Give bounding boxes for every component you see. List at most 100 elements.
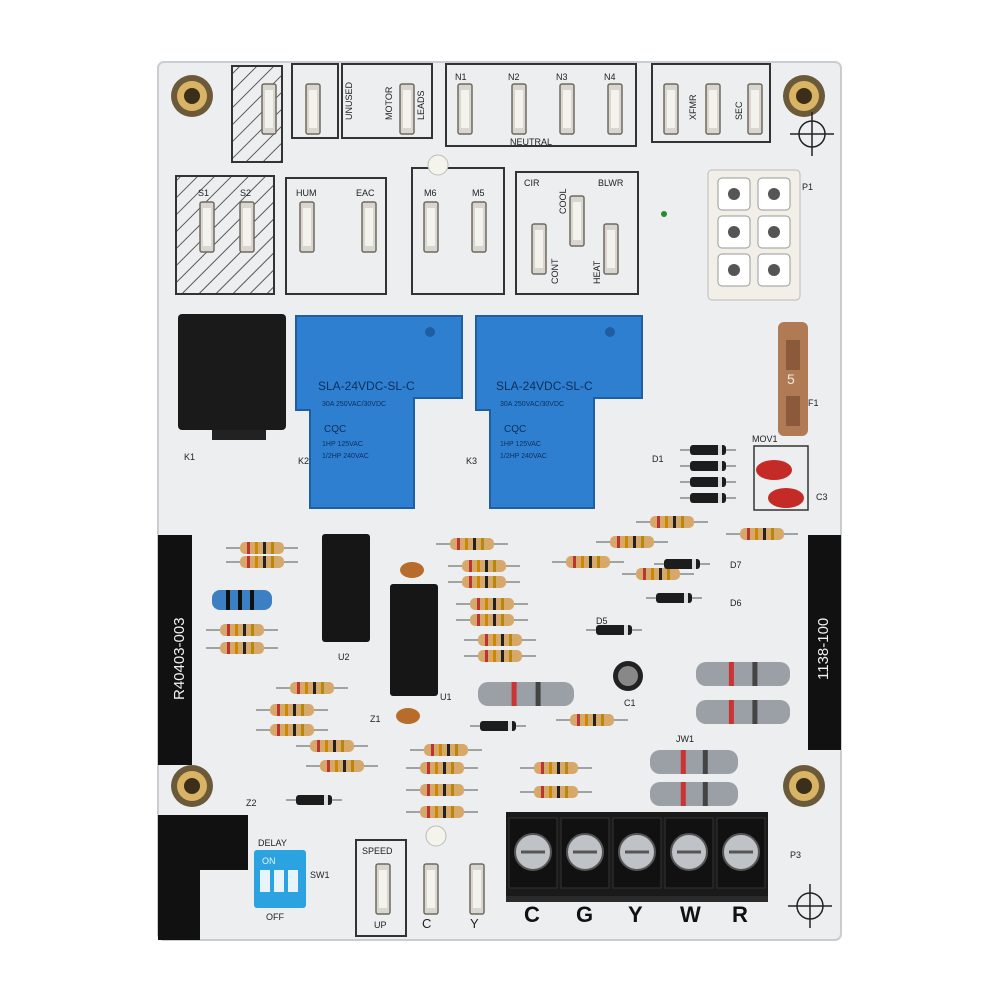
spade-terminal[interactable] <box>663 83 679 135</box>
label-sec: SEC <box>734 101 744 120</box>
label-hum: HUM <box>296 188 317 198</box>
box-cir-blwr <box>515 171 639 295</box>
relay-k2-rating2: 1HP 125VAC <box>322 441 363 448</box>
label-blwr: BLWR <box>598 178 624 188</box>
spade-terminal[interactable] <box>471 201 487 253</box>
resistor <box>464 634 536 646</box>
spade-terminal[interactable] <box>305 83 321 135</box>
terminal-label-w: W <box>680 902 701 927</box>
terminal-label-y: Y <box>628 902 643 927</box>
spade-terminal[interactable] <box>375 863 391 915</box>
label-heat: HEAT <box>592 260 602 284</box>
speed-title: SPEED <box>362 846 393 856</box>
label-motor: MOTOR <box>384 86 394 120</box>
resistor <box>552 556 624 568</box>
spade-terminal[interactable] <box>559 83 575 135</box>
mounting-hole-tl <box>171 75 213 117</box>
hatch-zone-s1s2 <box>175 175 275 295</box>
terminal-screw-c[interactable] <box>508 817 558 889</box>
fuse-f1: 5 <box>778 322 808 436</box>
spade-terminal[interactable] <box>603 223 619 275</box>
resistor <box>306 760 378 772</box>
diode <box>586 625 642 635</box>
label-leads: LEADS <box>416 90 426 120</box>
spade-terminal[interactable] <box>607 83 623 135</box>
label-k3: K3 <box>466 456 477 466</box>
spade-terminal[interactable] <box>423 201 439 253</box>
spade-terminal[interactable] <box>511 83 527 135</box>
part-number-right: 1138-100 <box>815 618 832 680</box>
spade-terminal[interactable] <box>199 201 215 253</box>
terminal-screw-r[interactable] <box>716 817 766 889</box>
resistor <box>406 806 478 818</box>
label-d1: D1 <box>652 454 664 464</box>
spade-terminal[interactable] <box>569 195 585 247</box>
label-d5: D5 <box>596 616 608 626</box>
resistor <box>256 704 328 716</box>
box-m6-m5 <box>411 167 505 295</box>
resistor <box>636 516 708 528</box>
label-d7: D7 <box>730 560 742 570</box>
resistor <box>406 762 478 774</box>
resistor <box>520 786 592 798</box>
resistor <box>296 740 368 752</box>
resistor <box>556 714 628 726</box>
label-d6: D6 <box>730 598 742 608</box>
label-k1: K1 <box>184 452 195 462</box>
spade-terminal[interactable] <box>361 201 377 253</box>
spade-terminal[interactable] <box>705 83 721 135</box>
mounting-hole-br <box>783 765 825 807</box>
ic-u1 <box>390 584 438 696</box>
dip-sw: SW1 <box>310 870 330 880</box>
label-z2: Z2 <box>246 798 257 808</box>
terminal-screw-w[interactable] <box>664 817 714 889</box>
label-p3: P3 <box>790 850 801 860</box>
box-hum-eac <box>285 177 387 295</box>
resistor <box>448 560 520 572</box>
spade-terminal[interactable] <box>457 83 473 135</box>
spade-terminal[interactable] <box>531 223 547 275</box>
diode <box>680 477 736 487</box>
resistor <box>256 724 328 736</box>
power-resistor <box>650 750 738 774</box>
label-z1: Z1 <box>370 714 381 724</box>
label-neutral: NEUTRAL <box>510 137 552 147</box>
left-edge-strip <box>158 535 192 765</box>
label-u1: U1 <box>440 692 452 702</box>
terminal-screws <box>508 817 766 889</box>
box-x1 <box>291 63 339 139</box>
spade-terminal[interactable] <box>261 83 277 135</box>
mounting-hole-bl <box>171 765 213 807</box>
diode <box>646 593 702 603</box>
label-mov1: MOV1 <box>752 434 778 444</box>
spade-terminal[interactable] <box>423 863 439 915</box>
dip-on: ON <box>262 856 276 866</box>
spade-terminal[interactable] <box>747 83 763 135</box>
spade-terminal[interactable] <box>299 201 315 253</box>
terminal-screw-y[interactable] <box>612 817 662 889</box>
relay-k2 <box>295 315 463 509</box>
led-top <box>427 154 449 176</box>
spade-terminals <box>199 83 763 915</box>
label-cir: CIR <box>524 178 540 188</box>
spade-terminal[interactable] <box>469 863 485 915</box>
relay-k3-model: SLA-24VDC-SL-C <box>496 379 593 393</box>
terminal-screw-g[interactable] <box>560 817 610 889</box>
resistor <box>226 556 298 568</box>
label-f1: F1 <box>808 398 819 408</box>
label-jw1: JW1 <box>676 734 694 744</box>
resistor <box>410 744 482 756</box>
terminal-label-r: R <box>732 902 748 927</box>
bottom-left-silk <box>158 815 248 940</box>
status-dot <box>661 211 667 217</box>
label-cool: COOL <box>558 188 568 214</box>
box-neutral <box>445 63 637 147</box>
dip-switch[interactable] <box>254 850 306 908</box>
label-c1: C1 <box>624 698 636 708</box>
spade-terminal[interactable] <box>239 201 255 253</box>
diode <box>680 445 736 455</box>
label-xfmr: XFMR <box>688 94 698 120</box>
spade-terminal[interactable] <box>399 83 415 135</box>
speed-up: UP <box>374 920 387 930</box>
